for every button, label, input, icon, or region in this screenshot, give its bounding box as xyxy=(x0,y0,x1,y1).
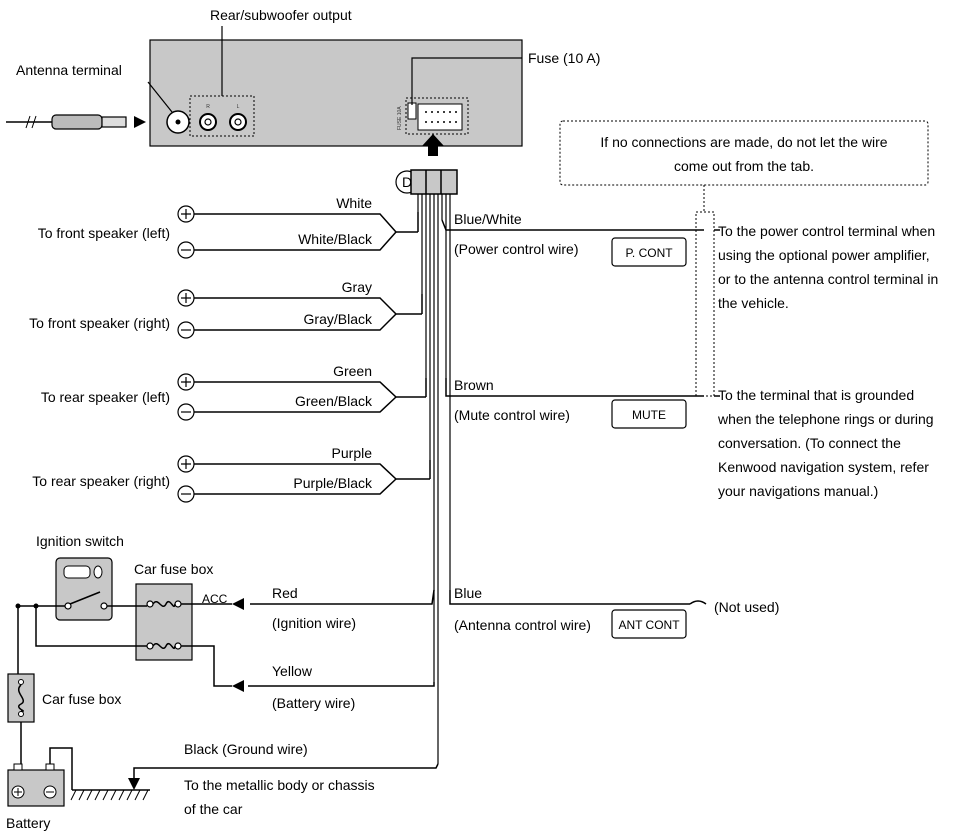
speaker-label: To rear speaker (right) xyxy=(32,473,170,489)
pcont-note-2: using the optional power amplifier, xyxy=(718,247,930,263)
plus-wire-label: Green xyxy=(333,363,372,379)
ignition-label: Ignition switch xyxy=(36,533,124,549)
red-wire-label: Red xyxy=(272,585,298,601)
wire-bundle xyxy=(417,194,451,764)
socket-pins xyxy=(425,111,457,123)
speaker-rear-left: To rear speaker (left) Green Green/Black xyxy=(41,363,427,421)
fusebox-left-label: Car fuse box xyxy=(42,691,121,707)
speaker-label: To rear speaker (left) xyxy=(41,389,170,405)
ch-l-label: L xyxy=(237,104,240,110)
yellow-wire-desc: (Battery wire) xyxy=(272,695,355,711)
mute-tag-text: MUTE xyxy=(632,408,666,422)
speaker-front-right: To front speaker (right) Gray Gray/Black xyxy=(29,279,423,339)
antenna-terminal-label: Antenna terminal xyxy=(16,62,122,78)
mute-tag xyxy=(611,399,687,429)
tab-bracket xyxy=(695,211,715,397)
fuse-symbol xyxy=(18,684,24,712)
battery-arrow xyxy=(232,680,244,692)
yellow-wire-label: Yellow xyxy=(272,663,313,679)
mute-note-3: conversation. (To connect the xyxy=(718,435,901,451)
wire-desc-label: (Power control wire) xyxy=(454,241,578,257)
chassis-ground-symbol xyxy=(70,789,150,801)
minus-wire-label: Green/Black xyxy=(295,393,373,409)
mute-note-2: when the telephone rings or during xyxy=(717,411,934,427)
wire-desc-label: (Mute control wire) xyxy=(454,407,570,423)
callout-line-2: come out from the tab. xyxy=(674,158,814,174)
wire-battery: Yellow (Battery wire) xyxy=(232,663,435,711)
antcont-tag xyxy=(611,609,687,639)
speaker-front-left: To front speaker (left) White White/Blac… xyxy=(38,195,419,259)
fuse-tag: FUSE 10A xyxy=(397,106,403,130)
ignition-switch: Ignition switch xyxy=(36,533,124,621)
connector-d xyxy=(410,169,458,195)
wire-desc-label: (Antenna control wire) xyxy=(454,617,591,633)
plus-wire-label: White xyxy=(336,195,372,211)
back-connector-box xyxy=(405,97,469,135)
pcont-note-4: the vehicle. xyxy=(718,295,789,311)
wire-color-label: Brown xyxy=(454,377,494,393)
pcont-tag-text: P. CONT xyxy=(625,246,673,260)
speaker-rear-right: To rear speaker (right) Purple Purple/Bl… xyxy=(32,445,431,503)
key-icon xyxy=(63,565,91,579)
pcont-tag xyxy=(611,237,687,267)
pcont-note-3: or to the antenna control terminal in xyxy=(718,271,938,287)
fuse-holder xyxy=(407,102,417,120)
mute-note-1: To the terminal that is grounded xyxy=(718,387,914,403)
wire-ignition: Red (Ignition wire) ACC xyxy=(202,585,435,631)
ground-wire-label: Black (Ground wire) xyxy=(184,741,308,757)
antenna-plug xyxy=(6,114,146,130)
battery: Battery xyxy=(6,763,65,831)
ground-desc-1: To the metallic body or chassis xyxy=(184,777,375,793)
pcont-note-1: To the power control terminal when xyxy=(718,223,935,239)
minus-wire-label: Gray/Black xyxy=(304,311,373,327)
junction-dot xyxy=(15,603,21,609)
callout-box xyxy=(559,120,929,186)
plus-wire-label: Purple xyxy=(332,445,373,461)
mute-note-4: Kenwood navigation system, refer xyxy=(718,459,929,475)
callout-line-1: If no connections are made, do not let t… xyxy=(600,134,887,150)
minus-wire-label: White/Black xyxy=(298,231,373,247)
ignition-arrow xyxy=(232,598,244,610)
fuse-label: Fuse (10 A) xyxy=(528,50,600,66)
wire-ground: Black (Ground wire) To the metallic body… xyxy=(128,741,439,817)
keyhole-icon xyxy=(93,565,103,579)
red-wire-desc: (Ignition wire) xyxy=(272,615,356,631)
fusebox-top-label: Car fuse box xyxy=(134,561,213,577)
wire-color-label: Blue/White xyxy=(454,211,522,227)
ground-arrow xyxy=(128,778,140,790)
ground-desc-2: of the car xyxy=(184,801,243,817)
rear-output-label: Rear/subwoofer output xyxy=(210,7,352,23)
plus-wire-label: Gray xyxy=(342,279,372,295)
fuse-symbol xyxy=(152,601,176,607)
car-fuse-box-left: Car fuse box xyxy=(7,673,121,723)
wire-antenna-control: Blue (Antenna control wire) ANT CONT (No… xyxy=(449,585,779,639)
battery-label: Battery xyxy=(6,815,50,831)
antcont-tag-text: ANT CONT xyxy=(618,618,680,632)
speaker-label: To front speaker (right) xyxy=(29,315,170,331)
connector-d-letter: D xyxy=(402,174,412,190)
wire-power-control: Blue/White (Power control wire) P. CONT … xyxy=(441,211,938,311)
car-fuse-box-top: Car fuse box xyxy=(134,561,213,661)
antcont-note: (Not used) xyxy=(714,599,779,615)
ch-r-label: R xyxy=(206,104,210,110)
junction-dot xyxy=(33,603,39,609)
power-circuit xyxy=(17,603,232,790)
mute-note-5: your navigations manual.) xyxy=(718,483,878,499)
fuse-symbol xyxy=(152,643,176,649)
minus-wire-label: Purple/Black xyxy=(293,475,373,491)
wire-color-label: Blue xyxy=(454,585,482,601)
speaker-label: To front speaker (left) xyxy=(38,225,170,241)
wire-mute-control: Brown (Mute control wire) MUTE To the te… xyxy=(445,377,934,499)
connect-arrow xyxy=(422,134,444,156)
iso-socket xyxy=(417,103,463,131)
acc-label: ACC xyxy=(202,592,228,606)
